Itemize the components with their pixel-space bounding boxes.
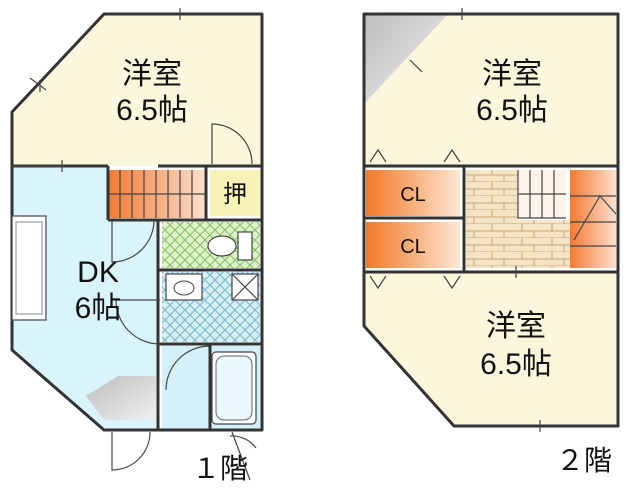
floor2-label: ２階: [556, 445, 612, 476]
floor1-bathroom: [162, 345, 260, 430]
floor2-bottom-room-size: 6.5帖: [480, 348, 552, 381]
floor1-closet: [210, 170, 260, 216]
sink-icon: [173, 280, 195, 296]
floor2-hall: [466, 170, 518, 268]
floor2-closet-bottom-label: CL: [400, 236, 426, 258]
floor1-entry-storage: [86, 376, 156, 420]
floor1-western-room: [12, 14, 262, 166]
floor-2-plan: CL CL 洋室 6.5帖 洋室 6.5帖 ２階: [362, 8, 620, 476]
floor1-room-door: [211, 123, 253, 165]
floor1-entrance-door: [111, 431, 151, 471]
floor2-bottom-room: [364, 272, 618, 426]
floor2-closet-bottom: [366, 222, 460, 268]
floor1-dk-name: DK: [77, 256, 119, 289]
floor2-top-gray-corner: [364, 14, 448, 104]
floor2-top-room-size: 6.5帖: [476, 94, 548, 127]
floor1-washroom: [162, 272, 260, 342]
toilet-bowl-icon: [207, 235, 237, 257]
toilet-tank-icon: [237, 231, 253, 261]
floor2-top-room-name: 洋室: [482, 58, 542, 91]
floor2-bottom-room-name: 洋室: [486, 310, 546, 343]
floor1-label: １階: [192, 453, 248, 484]
floor1-dk-size: 6帖: [75, 292, 122, 325]
floor1-stairs: [108, 170, 206, 218]
floor1-western-room-name: 洋室: [122, 58, 182, 91]
floor1-closet-label: 押: [223, 181, 247, 208]
floor-1-plan: 押: [10, 8, 264, 484]
floor1-western-room-size: 6.5帖: [116, 94, 188, 127]
floor1-bath-door: [229, 431, 257, 481]
floor1-washroom-door: [115, 299, 161, 345]
floor1-dk-door: [111, 219, 155, 263]
floor2-stairs: [518, 170, 617, 268]
floor2-closet-top-label: CL: [400, 184, 426, 206]
floor2-top-room: [364, 14, 618, 166]
floor2-closet-top: [366, 170, 460, 216]
floor1-dk-room: [12, 166, 158, 430]
floor1-toilet: [162, 222, 260, 268]
kitchen-counter-icon: [11, 215, 47, 321]
